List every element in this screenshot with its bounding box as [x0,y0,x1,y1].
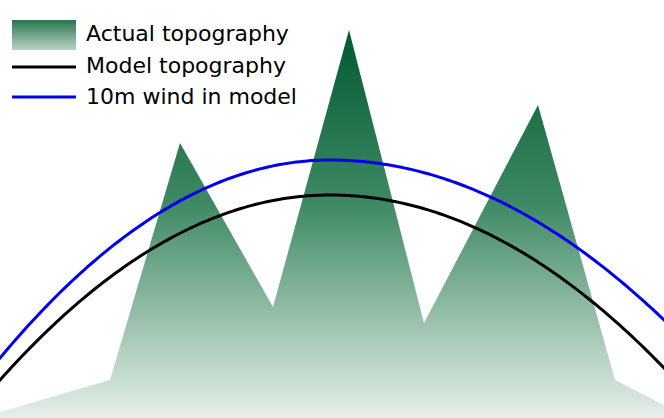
wind-10m-line [0,160,664,363]
legend-swatch [12,20,76,50]
model-topography-line [0,195,664,385]
legend: Actual topographyModel topography 10m win… [0,0,664,120]
legend-swatch [12,66,76,69]
actual-topography [0,30,664,418]
legend-label: Model topography [86,53,286,79]
legend-label: Actual topography [86,21,289,47]
legend-label: 10m wind in model [86,84,297,110]
legend-swatch [12,96,76,99]
